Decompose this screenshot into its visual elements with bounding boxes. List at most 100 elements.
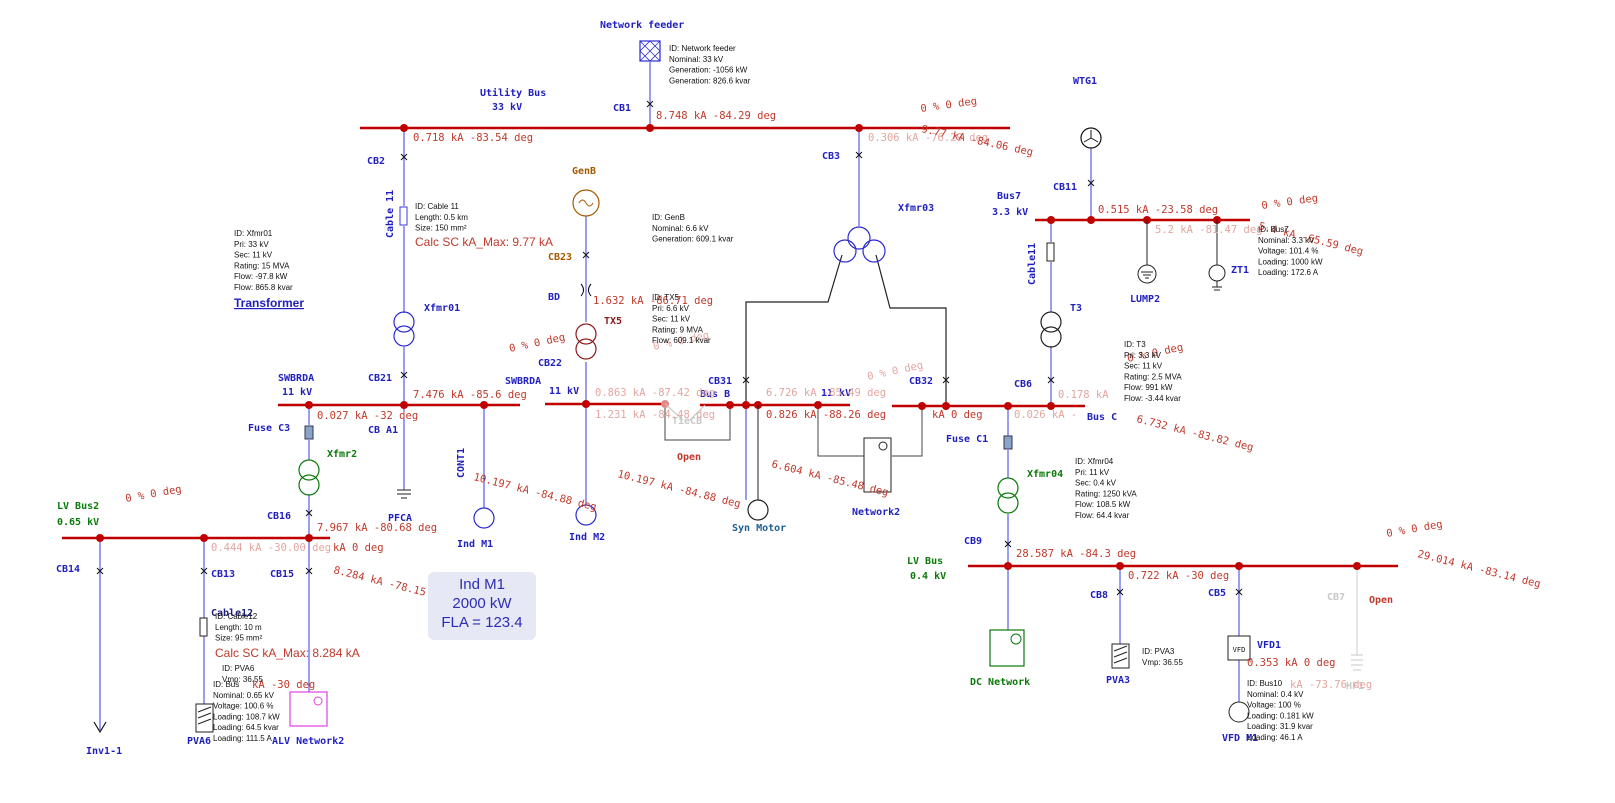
hf1-icon[interactable] <box>1351 654 1363 671</box>
cable12-icon[interactable] <box>199 617 208 637</box>
info-lvbus2-line: ID: Bus <box>213 680 239 689</box>
fuse-c1-label: Fuse C1 <box>946 434 988 445</box>
xfmr04-label: Xfmr04 <box>1027 469 1063 480</box>
vfd-m1-icon[interactable] <box>1228 701 1250 723</box>
bus7-label: Bus7 <box>997 191 1021 202</box>
network2-links <box>664 404 923 457</box>
flow-swbrda-mid-faded2: 1.231 kA -84.48 deg <box>595 409 715 421</box>
cb7-label: CB7 <box>1327 592 1345 603</box>
xfmr01-icon[interactable] <box>393 311 415 347</box>
info-xfmr04-line: Pri: 11 kV <box>1075 468 1110 477</box>
vfd-m1-label: VFD M1 <box>1222 733 1258 744</box>
flow-busc-faded2: 0.026 kA - <box>1014 409 1077 421</box>
flow-cb2: 0.718 kA -83.54 deg <box>413 132 533 144</box>
info-tx5-line: Rating: 9 MVA <box>652 325 704 334</box>
flow-lvbus-total: 29.014 kA -83.14 deg <box>1416 548 1542 590</box>
cb9-label: CB9 <box>964 536 982 547</box>
flow-lvbus2-cb16: 7.967 kA -80.68 deg <box>317 522 437 534</box>
flow-busc-total: 6.732 kA -83.82 deg <box>1135 413 1254 454</box>
info-bus7-line: ID: Bus7 <box>1258 225 1289 234</box>
bd-label: BD <box>548 292 560 303</box>
network-feeder-label: Network feeder <box>600 20 684 31</box>
flow-vfd: 0.353 kA 0 deg <box>1247 657 1336 669</box>
network-feeder-icon[interactable] <box>639 40 661 62</box>
info-bus7-line: Loading: 172.6 A <box>1258 268 1319 277</box>
info-bus10-line: Loading: 0.181 kW <box>1247 711 1314 720</box>
info-xfmr04-line: Flow: 64.4 kvar <box>1075 511 1130 520</box>
xfmr03-legs <box>745 254 947 406</box>
flow-cable12: kA -30 deg <box>252 679 315 691</box>
svg-text:VFD: VFD <box>1233 646 1246 654</box>
cable12-calc-sc: Calc SC kA_Max: 8.284 kA <box>215 646 360 660</box>
info-pva6-line: ID: PVA6 <box>222 664 255 673</box>
lv-bus2-kv: 0.65 kV <box>57 517 99 528</box>
alv-network2-label: ALV Network2 <box>272 736 344 747</box>
cb3-label: CB3 <box>822 151 840 162</box>
cb7-open-label: Open <box>1369 595 1393 606</box>
transformer-link[interactable]: Transformer <box>234 296 304 310</box>
tiecb-label: TieCB <box>672 415 702 427</box>
cable11b-icon[interactable] <box>1046 242 1055 262</box>
tiecb-icon[interactable] <box>664 403 706 421</box>
zt1-icon[interactable] <box>1208 220 1226 291</box>
tooltip-fla: FLA = 123.4 <box>441 614 523 631</box>
info-cable12-line: Length: 10 m <box>215 623 262 632</box>
ind-m2-icon[interactable] <box>575 504 597 526</box>
network2-mid-icon[interactable] <box>863 437 892 493</box>
info-bus7-line: Loading: 1000 kW <box>1258 257 1323 266</box>
pfca-icon[interactable] <box>397 489 411 499</box>
flow-cb1: 8.748 kA -84.29 deg <box>656 110 776 122</box>
info-xfmr01-line: ID: Xfmr01 <box>234 229 273 238</box>
info-lvbus2-line: Loading: 108.7 kW <box>213 712 280 721</box>
utility-bus-label: Utility Bus <box>480 87 546 99</box>
xfmr04-icon[interactable] <box>997 477 1019 514</box>
cb13-label: CB13 <box>211 569 235 580</box>
ind-m1-label: Ind M1 <box>457 539 493 550</box>
cable11-calc-sc: Calc SC kA_Max: 9.77 kA <box>415 235 553 249</box>
genb-icon[interactable] <box>572 189 600 217</box>
bd-breaker-icon[interactable] <box>580 283 592 297</box>
cable11-icon[interactable] <box>399 206 408 226</box>
bus7-kv: 3.3 kV <box>992 207 1028 218</box>
info-pva6-line: Vmp: 36.55 <box>222 675 263 684</box>
dc-network-icon[interactable] <box>989 629 1025 667</box>
wtg1-icon[interactable] <box>1080 127 1102 149</box>
pva3-label: PVA3 <box>1106 675 1130 686</box>
flow-busb-faded: 6.726 kA -85.49 deg <box>766 387 886 399</box>
bus-nodes <box>96 124 1361 570</box>
flow-lvbus: 28.587 kA -84.3 deg <box>1016 548 1136 560</box>
flow-lvbus2-pct: 0 % 0 deg <box>124 483 182 505</box>
flow-bus7: 0.515 kA -23.58 deg <box>1098 204 1218 216</box>
ind-m1-icon[interactable] <box>473 507 495 529</box>
info-bus10-line: Nominal: 0.4 kV <box>1247 690 1304 699</box>
t3-icon[interactable] <box>1040 311 1062 348</box>
info-pva3-line: Vmp: 36.55 <box>1142 658 1183 667</box>
swbrda-left-label: SWBRDA <box>278 373 314 384</box>
fuse-c3-icon[interactable] <box>304 425 314 440</box>
cable12-label: Cable12 <box>211 608 253 619</box>
pva6-label: PVA6 <box>187 736 211 747</box>
pva6-icon[interactable] <box>195 703 214 733</box>
vfd1-label: VFD1 <box>1257 640 1281 651</box>
cb5-label: CB5 <box>1208 588 1226 599</box>
vfd1-icon[interactable]: VFD <box>1227 635 1251 661</box>
info-feeder-line: Nominal: 33 kV <box>669 55 724 64</box>
flow-mid-total: 10.197 kA -84.88 deg <box>616 468 742 510</box>
inv1-1-arrow-icon[interactable] <box>93 721 107 734</box>
info-xfmr04-line: ID: Xfmr04 <box>1075 457 1114 466</box>
pva3-icon[interactable] <box>1111 643 1130 669</box>
alv-network2-icon[interactable] <box>289 691 328 727</box>
xfmr03-icon[interactable] <box>833 226 886 263</box>
syn-motor-icon[interactable] <box>747 499 769 521</box>
wtg1-label: WTG1 <box>1073 76 1097 87</box>
tx5-icon[interactable] <box>575 323 597 360</box>
network2-mid-label: Network2 <box>852 507 900 518</box>
info-lvbus2-line: Nominal: 0.65 kV <box>213 691 275 700</box>
fuse-c1-icon[interactable] <box>1003 435 1013 450</box>
lump2-icon[interactable] <box>1137 220 1157 284</box>
cb11-label: CB11 <box>1053 182 1077 193</box>
breaker-marks <box>96 100 1243 596</box>
info-xfmr01-line: Sec: 11 kV <box>234 251 273 260</box>
xfmr2-icon[interactable] <box>298 459 320 496</box>
